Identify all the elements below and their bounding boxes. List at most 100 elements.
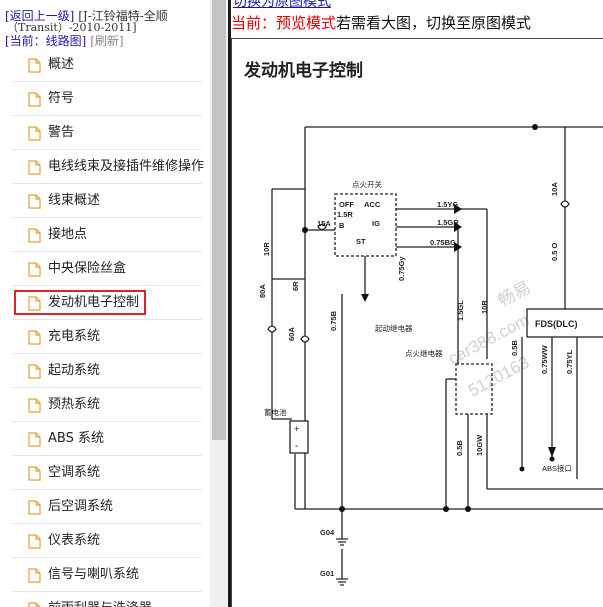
pane-divider[interactable] (228, 0, 231, 607)
refresh-link[interactable]: [刷新] (90, 35, 124, 47)
left-navigation-panel: [返回上一级] [J-江铃福特-全顺 （Transit）-2010-2011] … (0, 0, 210, 607)
nav-item[interactable]: 发动机电子控制 (12, 286, 202, 320)
nav-item-label: 发动机电子控制 (48, 295, 140, 310)
label-acc: ACC (364, 200, 381, 209)
document-icon (28, 194, 41, 209)
label-075b: 0.75B (329, 310, 338, 331)
nav-item[interactable]: 符号 (12, 82, 202, 116)
label-05b-b: 0.5B (510, 340, 519, 356)
nav-item-label: 充电系统 (48, 329, 101, 344)
nav-item-label: 线束概述 (48, 193, 101, 208)
document-icon (28, 398, 41, 413)
nav-item-label: 信号与喇叭系统 (48, 567, 140, 582)
label-075bg: 0.75BG (430, 238, 456, 247)
nav-item-label: 预热系统 (48, 397, 101, 412)
vehicle-title: [J-江铃福特-全顺 (78, 10, 168, 22)
wiring-diagram[interactable]: 发动机电子控制 畅易 car388.com 5120163 (232, 39, 603, 607)
label-15r: 1.5R (337, 210, 353, 219)
arrows (361, 204, 556, 457)
label-10a: 10A (550, 182, 559, 196)
nav-item[interactable]: 电线线束及接插件维修操作 (12, 150, 205, 184)
nav-item[interactable]: 信号与喇叭系统 (12, 558, 202, 592)
label-6r: 6R (291, 281, 300, 291)
nav-item-label: 电线线束及接插件维修操作 (48, 159, 205, 174)
document-icon (28, 568, 41, 583)
status-mode: 预览模式 (276, 14, 337, 32)
nav-item-label: 符号 (48, 91, 75, 106)
nav-item[interactable]: ABS 系统 (12, 422, 202, 456)
status-prefix: 当前： (231, 14, 277, 32)
label-off: OFF (339, 200, 354, 209)
nav-item[interactable]: 充电系统 (12, 320, 202, 354)
battery-symbol (289, 420, 309, 454)
nav-item-label: 中央保险丝盒 (48, 261, 127, 276)
nav-item-label: 前雨刮器与洗涤器 (48, 592, 152, 607)
current-view-link[interactable]: [当前：线路图] (5, 35, 87, 47)
document-icon (28, 126, 41, 141)
label-ig: IG (372, 219, 380, 228)
diagram-title: 发动机电子控制 (243, 60, 363, 80)
label-10gw: 10GW (475, 434, 484, 456)
nav-header: [返回上一级] [J-江铃福特-全顺 （Transit）-2010-2011] … (5, 10, 210, 47)
label-15yg: 1.5YG (437, 200, 458, 209)
nav-item[interactable]: 概述 (12, 48, 202, 82)
nav-item[interactable]: 线束概述 (12, 184, 202, 218)
nav-item[interactable]: 空调系统 (12, 456, 202, 490)
document-icon (28, 432, 41, 447)
document-icon (28, 364, 41, 379)
document-icon (28, 466, 41, 481)
back-link[interactable]: [返回上一级] (5, 10, 75, 22)
label-fds: FDS(DLC) (535, 319, 578, 329)
nav-item-label: ABS 系统 (48, 431, 104, 446)
nav-item[interactable]: 接地点 (12, 218, 202, 252)
label-ignition-switch: 点火开关 (352, 179, 382, 189)
document-icon (28, 262, 41, 277)
nav-item[interactable]: 后空调系统 (12, 490, 202, 524)
fuses (267, 200, 570, 343)
document-icon (28, 228, 41, 243)
label-g01: G01 (320, 569, 334, 578)
label-ign-relay: 点火继电器 (405, 348, 443, 358)
document-icon (28, 92, 41, 107)
label-15gr: 1.5GR (437, 218, 459, 227)
document-icon (28, 602, 41, 607)
label-st: ST (356, 237, 366, 246)
label-60a: 60A (287, 327, 296, 341)
label-15a: 15A (317, 219, 331, 228)
label-075ww: 0.75WW (540, 344, 549, 374)
battery-minus: - (295, 441, 298, 452)
nav-item[interactable]: 中央保险丝盒 (12, 252, 202, 286)
label-80a: 80A (258, 284, 267, 298)
label-b: B (339, 221, 345, 230)
nav-item[interactable]: 警告 (12, 116, 202, 150)
label-battery: 蓄电池 (264, 407, 287, 417)
nav-item[interactable]: 前雨刮器与洗涤器 (12, 592, 202, 607)
junction-dots (302, 124, 555, 512)
vehicle-subtitle: （Transit）-2010-2011] (7, 22, 137, 34)
nav-item-label: 概述 (48, 57, 75, 72)
nav-item-label: 后空调系统 (48, 499, 114, 514)
document-icon (28, 296, 41, 311)
nav-item-label: 起动系统 (48, 363, 101, 378)
document-icon (28, 330, 41, 345)
label-15gl: 1.5GL (456, 300, 465, 321)
nav-item[interactable]: 起动系统 (12, 354, 202, 388)
active-highlight-box (14, 290, 146, 315)
document-icon (28, 160, 41, 175)
diagram-panel: 发动机电子控制 畅易 car388.com 5120163 (231, 38, 603, 607)
nav-item-label: 接地点 (48, 227, 88, 242)
nav-list: 概述符号警告电线线束及接插件维修操作线束概述接地点中央保险丝盒发动机电子控制充电… (12, 48, 205, 607)
nav-item[interactable]: 仪表系统 (12, 524, 202, 558)
switch-original-mode-link[interactable]: 切换为原图模式 (233, 0, 331, 10)
status-hint: 若需看大图，切换至原图模式 (336, 14, 532, 32)
svg-text:畅易: 畅易 (495, 278, 534, 311)
nav-item[interactable]: 预热系统 (12, 388, 202, 422)
content-pane: 切换为原图模式 当前：预览模式若需看大图，切换至原图模式 发动机电子控制 畅易 … (231, 0, 603, 607)
mode-status: 当前：预览模式若需看大图，切换至原图模式 (231, 12, 531, 33)
label-05b-a: 0.5B (455, 440, 464, 456)
label-05o: 0.5 O (550, 242, 559, 261)
label-starter-relay: 起动继电器 (375, 323, 413, 333)
document-icon (28, 534, 41, 549)
nav-item-label: 仪表系统 (48, 533, 101, 548)
scrollbar-thumb[interactable] (212, 0, 226, 440)
